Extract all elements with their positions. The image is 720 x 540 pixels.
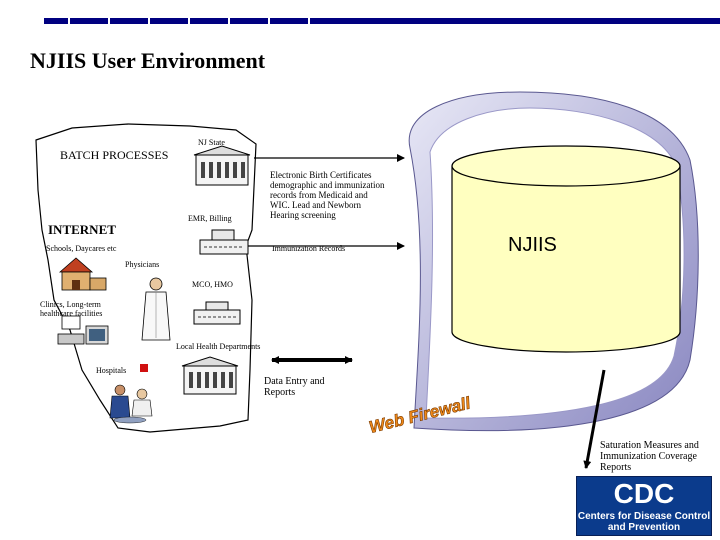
data-entry-line: Reports [264,387,296,398]
internet-label: INTERNET [48,222,116,237]
saturation-line: Reports [600,462,632,473]
data-entry-line: Data Entry and [264,376,325,387]
page-title: NJIIS User Environment [30,48,266,73]
saturation-line: Immunization Coverage [600,451,697,462]
mco-hmo-label: MCO, HMO [192,280,233,289]
ebc-line: demographic and immunization [270,180,385,190]
ebc-line: WIC. Lead and Newborn [270,200,361,210]
njiis-database [451,145,681,353]
ebc-description: Electronic Birth Certificates demographi… [270,170,400,220]
cdc-name-line: and Prevention [607,522,681,533]
clinics-label-line-2: healthcare facilities [40,309,103,318]
njiis-label: NJIIS [508,234,557,256]
nj-state-building-icon [193,145,251,186]
computer-icon [57,315,109,345]
hospitals-label: Hospitals [96,366,127,375]
reports-arrow [583,369,606,469]
cdc-logo-text: CDC [613,478,675,509]
mco-building-icon [193,301,241,325]
school-icon [58,257,107,291]
physician-icon [141,277,171,341]
cdc-logo: CDC Centers for Disease Control and Prev… [576,476,712,536]
saturation-label: Saturation Measures and Immunization Cov… [600,440,699,473]
ebc-line: Hearing screening [270,210,336,220]
emr-building-icon [199,229,249,255]
cdc-name: Centers for Disease Control and Preventi… [577,511,711,533]
ebc-line: records from Medicaid and [270,190,368,200]
local-health-departments-label: Local Health Departments [176,342,261,351]
user-environment-region [35,123,257,433]
batch-processes-label: BATCH PROCESSES [60,148,169,162]
physicians-label: Physicians [125,260,160,269]
schools-label: Schools, Daycares etc [46,244,117,253]
hospital-icon [109,364,153,424]
cdc-name-line: Centers for Disease Control [577,511,711,522]
emr-billing-label: EMR, Billing [188,214,232,223]
immunization-records-label: Immunization Records [272,244,346,253]
clinics-label-line-1: Clinics, Long-term [40,300,101,309]
nj-state-label: NJ State [198,138,225,147]
data-entry-label: Data Entry and Reports [264,376,325,398]
saturation-line: Saturation Measures and [600,440,699,451]
ebc-line: Electronic Birth Certificates [270,170,372,180]
health-department-building-icon [181,356,239,395]
top-bar [44,14,720,28]
